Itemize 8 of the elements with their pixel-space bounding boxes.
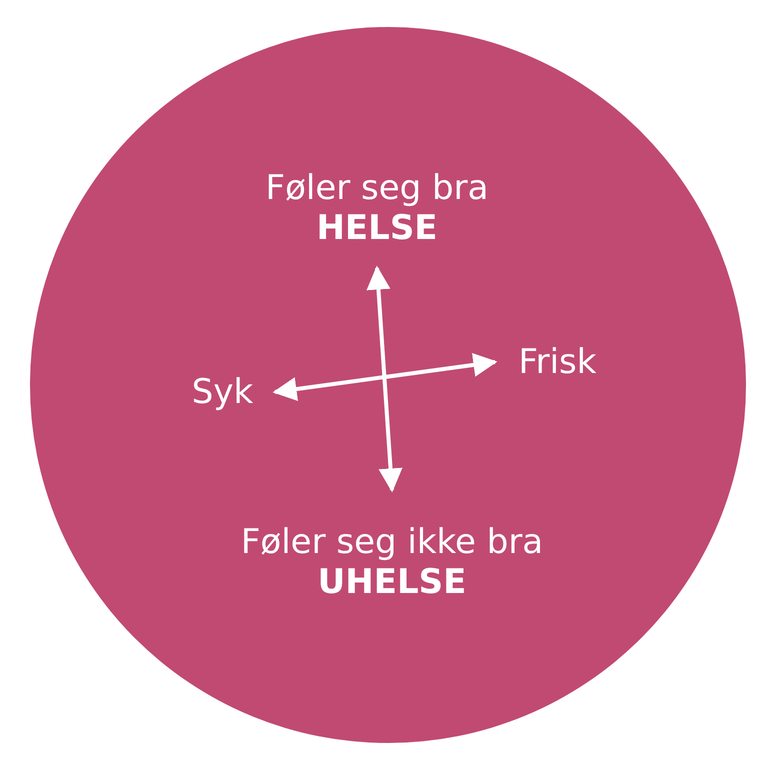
axis-label: Frisk bbox=[518, 342, 596, 382]
double-arrow bbox=[366, 266, 403, 492]
axis-label: Føler seg bra bbox=[266, 168, 488, 208]
axis-label: Syk bbox=[192, 372, 254, 412]
heading-label: HELSE bbox=[316, 208, 438, 248]
axis-label: Føler seg ikke bra bbox=[240, 522, 544, 562]
heading-label: UHELSE bbox=[318, 562, 466, 602]
double-arrow bbox=[272, 353, 498, 401]
